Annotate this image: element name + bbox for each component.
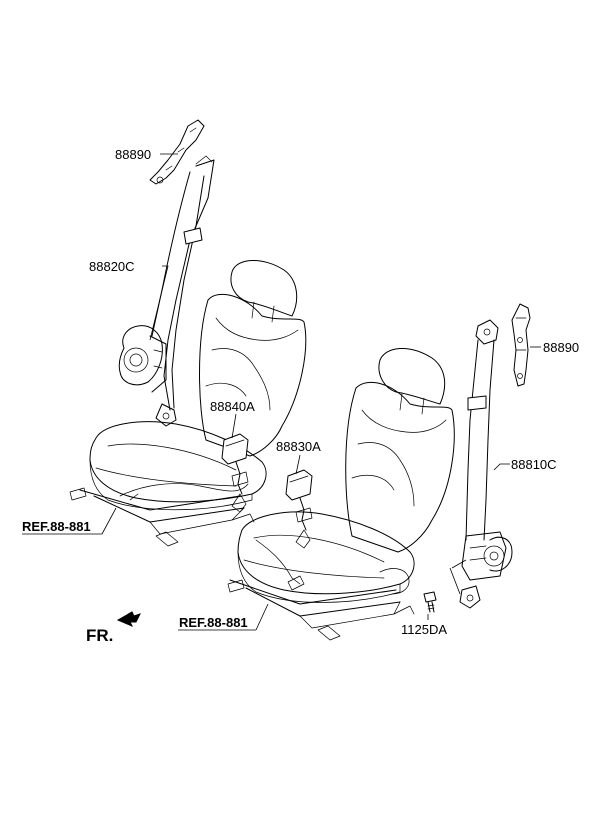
label-1125da: 1125DA xyxy=(401,622,447,637)
left-seat xyxy=(69,259,307,547)
right-seat-belt-assembly xyxy=(449,319,513,609)
front-direction-label: FR. xyxy=(86,626,113,645)
left-seat-belt-assembly xyxy=(118,119,215,427)
right-seat xyxy=(227,347,455,641)
right-upper-anchor xyxy=(511,303,531,387)
right-buckle-assembly xyxy=(285,469,313,549)
ref-label-left[interactable]: REF.88-881 xyxy=(22,519,91,534)
front-direction-arrow-icon xyxy=(116,611,141,627)
label-88810c: 88810C xyxy=(511,457,557,472)
left-buckle-assembly xyxy=(221,433,249,513)
label-88820c: 88820C xyxy=(89,259,135,274)
label-88890-right: 88890 xyxy=(543,340,579,355)
label-88840a: 88840A xyxy=(210,399,255,414)
bolt-1125da xyxy=(423,591,437,613)
label-88890-left: 88890 xyxy=(115,147,151,162)
ref-label-right[interactable]: REF.88-881 xyxy=(179,615,248,630)
leader-lines xyxy=(22,153,541,631)
label-88830a: 88830A xyxy=(276,439,321,454)
